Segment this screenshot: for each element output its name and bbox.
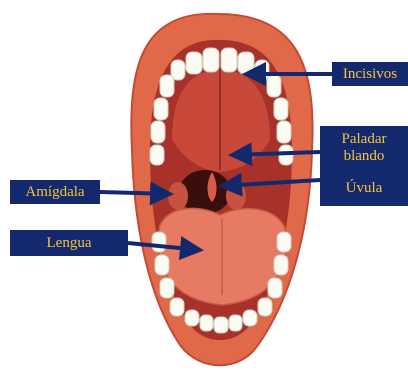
label-incisivos: Incisivos xyxy=(332,62,408,86)
label-uvula: Úvula xyxy=(320,170,408,206)
label-paladar-line2: blando xyxy=(344,148,385,165)
label-paladar-blando: Paladar blando xyxy=(320,126,408,170)
label-lengua: Lengua xyxy=(10,230,128,256)
tonsil-left xyxy=(168,182,188,210)
label-amigdala: Amígdala xyxy=(10,180,100,204)
arrow-amigdala xyxy=(100,192,170,194)
label-paladar-line1: Paladar xyxy=(342,131,387,148)
